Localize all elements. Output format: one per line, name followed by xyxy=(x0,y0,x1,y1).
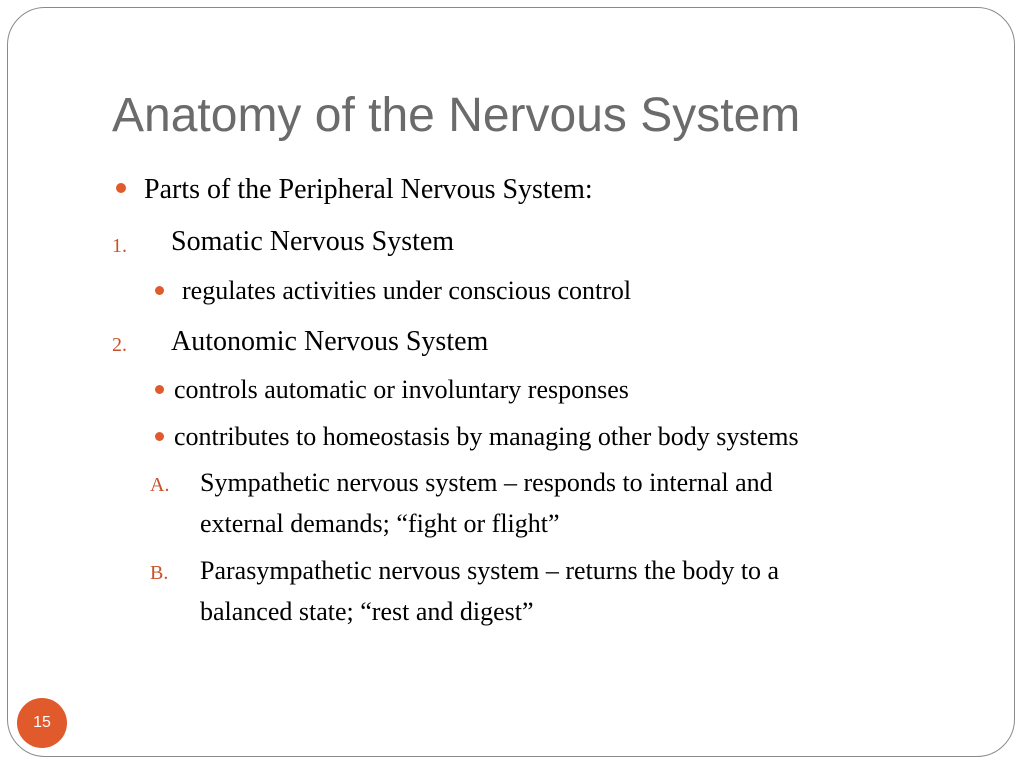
bullet-icon xyxy=(155,432,164,441)
subitem-sympathetic-line-1: Sympathetic nervous system – responds to… xyxy=(200,468,773,497)
bullet-autonomic-2: contributes to homeostasis by managing o… xyxy=(174,422,799,451)
list-marker-2: 2. xyxy=(112,334,127,356)
subitem-sympathetic-line-2: external demands; “fight or flight” xyxy=(200,509,560,538)
subitem-parasympathetic-line-1: Parasympathetic nervous system – returns… xyxy=(200,556,780,585)
bullet-icon xyxy=(155,286,164,295)
list-item-somatic: Somatic Nervous System xyxy=(171,226,455,257)
slide-frame xyxy=(7,7,1015,757)
bullet-autonomic-1: controls automatic or involuntary respon… xyxy=(174,375,629,404)
bullet-somatic-1: regulates activities under conscious con… xyxy=(182,276,632,305)
sublist-marker-b: B. xyxy=(150,562,169,584)
intro-text: Parts of the Peripheral Nervous System: xyxy=(144,174,593,205)
sublist-marker-a: A. xyxy=(150,474,170,496)
list-marker-1: 1. xyxy=(112,235,127,257)
bullet-icon xyxy=(116,183,126,193)
bullet-icon xyxy=(155,385,164,394)
slide-title: Anatomy of the Nervous System xyxy=(112,89,801,142)
page-number-badge: 15 xyxy=(17,698,67,748)
list-item-autonomic: Autonomic Nervous System xyxy=(171,326,489,357)
subitem-parasympathetic-line-2: balanced state; “rest and digest” xyxy=(200,597,534,626)
